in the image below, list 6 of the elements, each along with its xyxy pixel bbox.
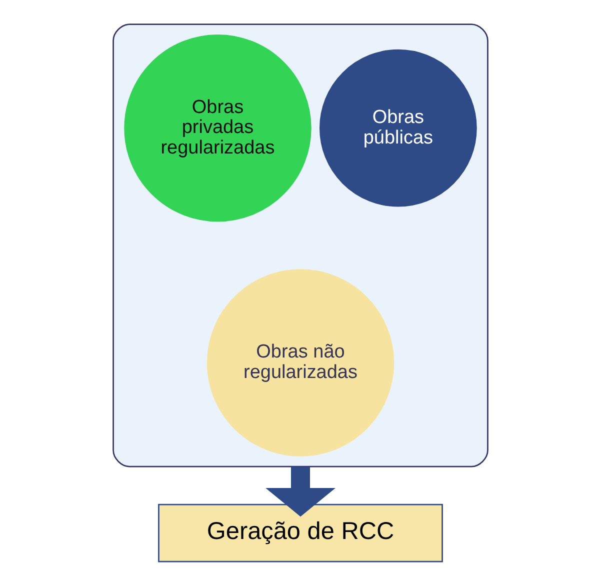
- node-circle: Obras públicas: [320, 49, 477, 207]
- cluster: [112, 24, 488, 468]
- node-circle: Obras privadas regularizadas: [124, 34, 312, 222]
- node-box: Geração de RCC: [158, 504, 443, 562]
- node-circle: Obras não regularizadas: [206, 269, 394, 456]
- arrow: [266, 466, 336, 517]
